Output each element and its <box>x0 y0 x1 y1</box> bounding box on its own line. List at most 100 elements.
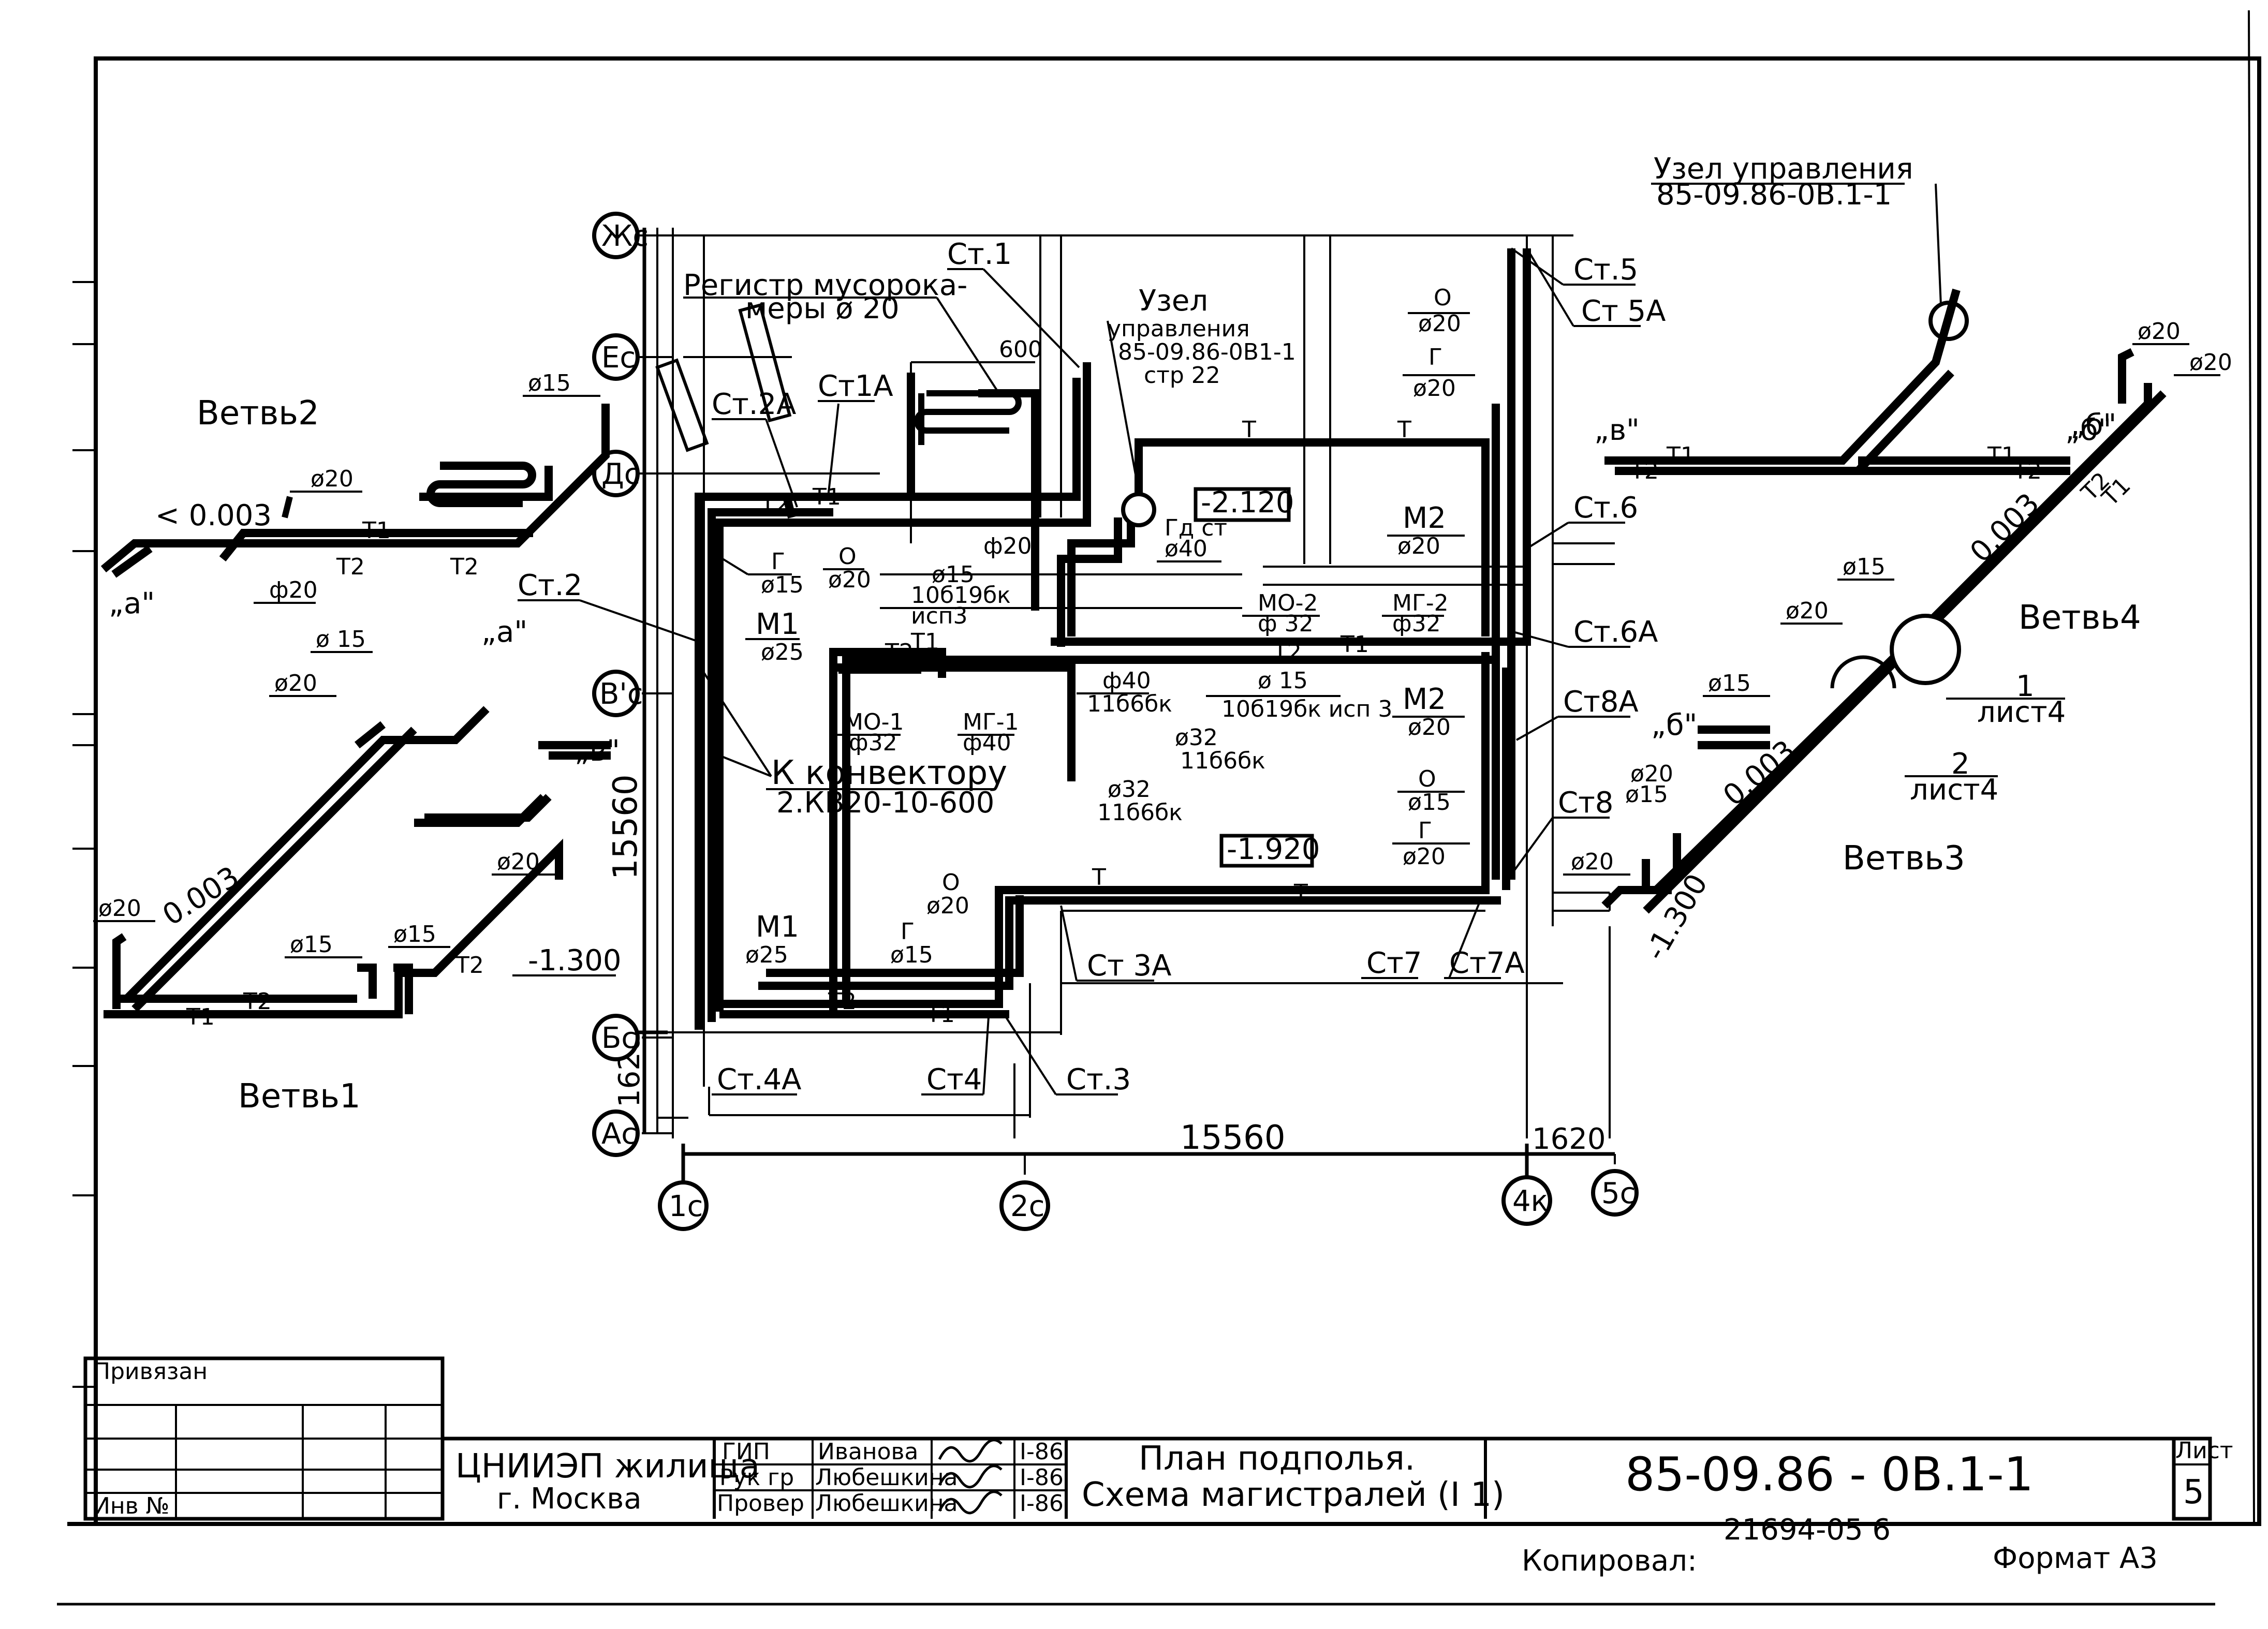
tb-sheet-label: Лист <box>2175 1438 2233 1464</box>
label-g-1: Г <box>771 549 785 575</box>
label-d25-b: ø25 <box>745 942 788 968</box>
label-o-3: О <box>1434 285 1452 311</box>
control-node: Узел управления 85-09.86-0В.1-1 „в" „б" … <box>1594 152 2111 484</box>
label-t1-b: Т1 <box>910 629 939 655</box>
branch-2: Ветвь2 < 0.003 ø20 ø15 ф20 „а" Т1 Т2 Т2 <box>100 370 610 620</box>
label-t1-a: Т1 <box>1340 631 1369 658</box>
label-d20-4: ø20 <box>1413 375 1456 402</box>
b2-t2-a: Т2 <box>336 554 365 580</box>
signature-3 <box>938 1490 1003 1515</box>
label-register-2: меры ø 20 <box>745 292 900 325</box>
label-st2: Ст.2 <box>518 569 582 602</box>
label-uzel-3: 85-09.86-0В1-1 <box>1118 339 1296 365</box>
axis-zh: Жс <box>601 219 649 253</box>
tb-date-1: I-86 <box>1020 1439 1064 1465</box>
tb-privyazan: Привязан <box>93 1358 208 1385</box>
label-f32-3: ф32 <box>1392 611 1441 637</box>
label-st1: Ст.1 <box>947 238 1012 271</box>
label-t2-b: Т2 <box>885 639 914 665</box>
label-f20-1: ф20 <box>983 533 1032 559</box>
label-t-d: Т <box>1293 880 1308 906</box>
b1-d15s: ø 15 <box>316 626 366 653</box>
label-d20-1: ø20 <box>828 567 871 593</box>
b2-t2-b: Т2 <box>450 554 479 580</box>
b2-t1: Т1 <box>362 517 391 544</box>
label-st2a: Ст.2А <box>712 388 796 421</box>
label-st4a: Ст.4А <box>717 1063 801 1097</box>
label-konv-1: К конвектору <box>771 754 1007 792</box>
basement-plan-outline <box>657 228 1615 1138</box>
label-d15-4: ø15 <box>1408 789 1451 816</box>
label-t1-d: Т1 <box>926 1001 955 1028</box>
b4-list2: лист4 <box>1977 695 2066 729</box>
b1-d20-c: ø20 <box>497 849 540 875</box>
label-v116b: 11б6бк <box>1180 748 1265 774</box>
label-d40-a: ø40 <box>1165 536 1207 562</box>
b4-d20-c: ø20 <box>1786 598 1829 624</box>
branch-1-title: Ветвь1 <box>238 1077 361 1116</box>
tb-date-3: I-86 <box>1020 1490 1064 1517</box>
b1-qv: „в" <box>575 734 620 768</box>
label-st6: Ст.6 <box>1573 491 1638 525</box>
b3-d15-a: ø15 <box>1708 670 1751 697</box>
b4-d20-a: ø20 <box>2138 318 2181 345</box>
label-t-a: Т <box>1242 417 1256 443</box>
label-o-4: О <box>1418 766 1436 792</box>
label-st5: Ст.5 <box>1573 253 1638 287</box>
label-d20-7: ø20 <box>1403 843 1446 870</box>
axis-bubble-ye <box>592 333 640 381</box>
label-st1a: Ст1А <box>818 369 893 403</box>
label-d32-b: ø32 <box>1108 776 1151 803</box>
label-v116c: 11б6бк <box>1097 799 1183 826</box>
label-f40-2: ф40 <box>1102 668 1151 694</box>
tb-sheet-no: 5 <box>2183 1473 2204 1512</box>
drawing-frame <box>57 10 2261 1606</box>
label-mo1: МО-1 <box>844 709 904 735</box>
grid-axes: Жс Ес Дс В'с Бс Ас 1с 2с 4к 5с <box>592 212 1639 1231</box>
axis-bubble-c4 <box>1501 1175 1552 1226</box>
tb-code: 85-09.86 - 0В.1-1 <box>1625 1447 2034 1502</box>
label-st8a: Ст8А <box>1563 685 1639 719</box>
label-st5a: Ст 5А <box>1581 294 1666 328</box>
label-gast: Гд ст <box>1165 515 1227 541</box>
b4-qb: „б" <box>2070 408 2116 442</box>
uzel-t1-a: Т1 <box>1666 442 1695 469</box>
label-mg1: МГ-1 <box>963 709 1019 735</box>
label-v106b: исп3 <box>911 603 968 629</box>
label-t-c: Т <box>1092 864 1106 891</box>
b4-d15: ø15 <box>1843 554 1886 580</box>
uzel-t2: Т2 <box>1630 458 1659 484</box>
tb-role-2: Рук гр <box>719 1464 794 1491</box>
tb-format: Формат А3 <box>1993 1542 2158 1575</box>
axis-c1: 1с <box>669 1190 703 1223</box>
dim-width-right: 1620 <box>1532 1122 1606 1156</box>
b1-d15-b: ø15 <box>393 921 436 947</box>
b4-d20-b: ø20 <box>2189 349 2232 376</box>
label-f32-2: ф 32 <box>1258 611 1314 637</box>
branch-4-title: Ветвь4 <box>2019 599 2141 637</box>
label-d20-3: ø20 <box>1418 310 1461 337</box>
label-d15-1: ø15 <box>761 572 804 598</box>
b1-qa: „а" <box>481 615 527 649</box>
b1-t2-a: Т2 <box>243 988 272 1015</box>
label-uzel-4: стр 22 <box>1144 362 1220 389</box>
tb-role-3: Провер <box>717 1490 804 1517</box>
label-st3: Ст.3 <box>1066 1063 1131 1097</box>
label-d15-2: ø15 <box>932 561 975 588</box>
label-el-1920: -1.920 <box>1227 833 1320 866</box>
label-d25-a: ø25 <box>761 639 804 665</box>
axis-c5: 5с <box>1601 1177 1636 1210</box>
dimension-lines: 15560 1620 15560 1620 <box>607 228 1615 1185</box>
label-g-3: Г <box>1428 344 1442 371</box>
tb-name-3: Любешкина <box>815 1490 958 1517</box>
signature-2 <box>938 1464 1003 1489</box>
axis-c2: 2с <box>1010 1190 1044 1223</box>
label-st4: Ст4 <box>926 1063 982 1097</box>
tb-title-1: План подполья. <box>1139 1440 1415 1478</box>
b3-d20-a: ø20 <box>1630 761 1673 787</box>
branch-3-title: Ветвь3 <box>1843 839 1965 878</box>
axis-bubble-v <box>592 670 640 717</box>
label-uzel-1: Узел <box>1139 284 1208 318</box>
tb-stamp: 21694-05 6 <box>1724 1513 1891 1547</box>
b1-d20-a: ø20 <box>98 895 141 922</box>
